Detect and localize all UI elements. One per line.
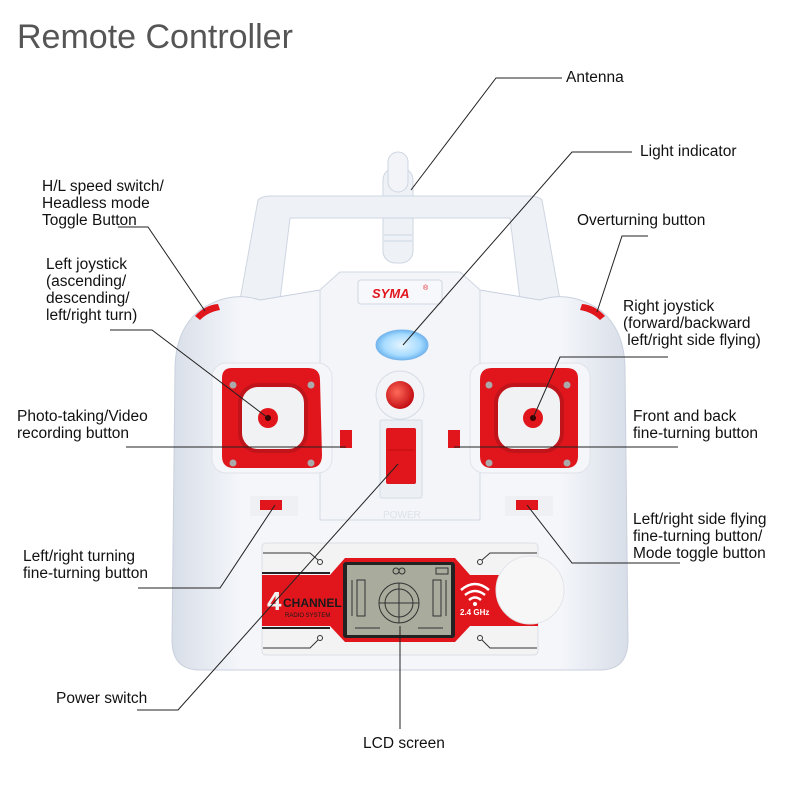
leader-power [137, 463, 399, 711]
callout-hl-speed-switch: H/L speed switch/ Headless mode Toggle B… [42, 178, 164, 229]
right-joystick[interactable] [469, 362, 591, 474]
leader-overturning [596, 235, 648, 313]
radio-system-text: RADIO SYSTEM [285, 613, 330, 619]
frequency-label: 2.4 GHz [460, 608, 489, 617]
photo-video-button [340, 430, 352, 448]
leader-antenna [410, 77, 562, 191]
leader-lr-turn [138, 504, 276, 589]
overturning-button [580, 304, 605, 320]
callout-power-switch: Power switch [56, 690, 148, 707]
callout-right-joystick: Right joystick (forward/backward left/ri… [623, 298, 761, 349]
wifi-icon [460, 582, 490, 602]
photo-video-button-knob [386, 381, 414, 409]
leader-left-joystick [110, 329, 269, 419]
callout-front-back-trim: Front and back fine-turning button [633, 408, 758, 442]
leader-lines [110, 77, 680, 729]
channel-word: CHANNEL [283, 596, 342, 610]
leader-hl-speed [118, 226, 206, 312]
power-switch [386, 428, 416, 484]
left-right-turn-trim-button [260, 500, 282, 510]
channel-number: 4 [267, 586, 282, 616]
front-back-trim-button [448, 430, 460, 448]
callout-photo-video-button: Photo-taking/Video recording button [17, 408, 148, 442]
callout-light-indicator: Light indicator [640, 143, 737, 160]
callout-left-joystick: Left joystick (ascending/ descending/ le… [46, 256, 138, 324]
page-title: Remote Controller [17, 18, 293, 56]
left-joystick[interactable] [211, 362, 333, 474]
callout-side-flying-trim: Left/right side flying fine-turning butt… [633, 511, 767, 562]
callout-lcd-screen: LCD screen [363, 735, 445, 752]
callout-antenna: Antenna [566, 69, 624, 86]
light-indicator [375, 329, 429, 361]
brand-logo: SYMA [372, 286, 410, 301]
leader-light [402, 151, 632, 346]
callout-overturning-button: Overturning button [577, 212, 706, 229]
callout-left-right-turn-trim: Left/right turning fine-turning button [23, 548, 148, 582]
leader-right-joystick [532, 356, 668, 419]
power-label: POWER [383, 510, 421, 521]
hl-speed-switch [195, 304, 220, 320]
registered-mark: ® [423, 284, 429, 292]
dial-cover [495, 555, 565, 625]
leader-side-flying [526, 504, 680, 564]
